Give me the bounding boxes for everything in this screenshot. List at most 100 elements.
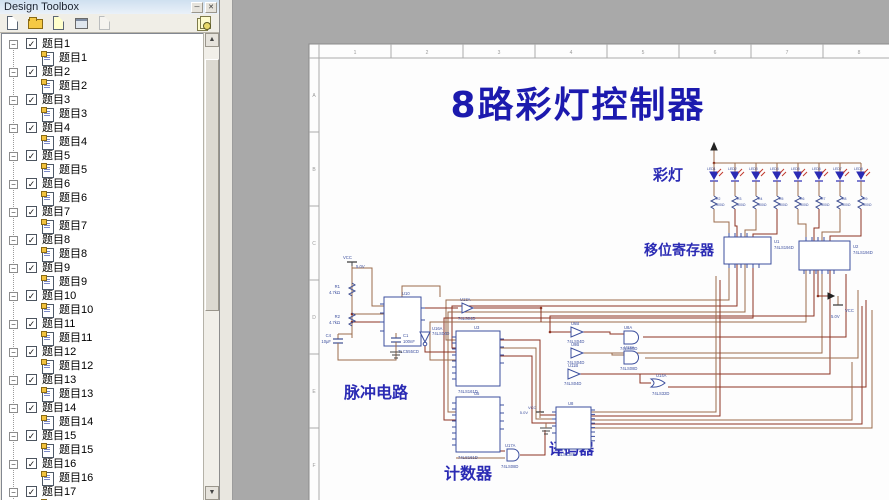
tree-item-parent[interactable]: −✓题目9 bbox=[2, 261, 200, 275]
item-checkbox[interactable]: ✓ bbox=[26, 318, 37, 329]
item-checkbox[interactable]: ✓ bbox=[26, 234, 37, 245]
expander-icon[interactable]: − bbox=[9, 460, 18, 469]
expander-icon[interactable]: − bbox=[9, 68, 18, 77]
tree-item-child[interactable]: 题目12 bbox=[2, 359, 200, 374]
tree-scrollbar[interactable]: ▲ ▼ bbox=[203, 33, 219, 500]
tree-item-parent[interactable]: −✓题目1 bbox=[2, 37, 200, 51]
new-sheet-icon[interactable] bbox=[51, 16, 65, 30]
tree-item-parent[interactable]: −✓题目6 bbox=[2, 177, 200, 191]
panel-minimize-button[interactable]: ─ bbox=[191, 1, 203, 13]
tree-item-child[interactable]: 题目11 bbox=[2, 331, 200, 346]
tree-item-child[interactable]: 题目5 bbox=[2, 163, 200, 178]
expander-icon[interactable]: − bbox=[9, 96, 18, 105]
label-lights: 彩灯 bbox=[652, 166, 683, 184]
panel-splitter[interactable] bbox=[220, 0, 233, 500]
tree-item-parent[interactable]: −✓题目4 bbox=[2, 121, 200, 135]
expander-icon[interactable]: − bbox=[9, 320, 18, 329]
tree-item-parent[interactable]: −✓题目8 bbox=[2, 233, 200, 247]
item-checkbox[interactable]: ✓ bbox=[26, 122, 37, 133]
item-checkbox[interactable]: ✓ bbox=[26, 262, 37, 273]
snapshot-icon[interactable] bbox=[197, 16, 211, 31]
expander-icon[interactable]: − bbox=[9, 208, 18, 217]
item-checkbox[interactable]: ✓ bbox=[26, 374, 37, 385]
item-checkbox[interactable]: ✓ bbox=[26, 150, 37, 161]
expander-icon[interactable]: − bbox=[9, 180, 18, 189]
item-checkbox[interactable]: ✓ bbox=[26, 402, 37, 413]
tree-item-parent[interactable]: −✓题目11 bbox=[2, 317, 200, 331]
svg-text:C4: C4 bbox=[326, 333, 332, 338]
tree-item-label: 题目10 bbox=[42, 290, 77, 302]
tree-item-child[interactable]: 题目16 bbox=[2, 471, 200, 486]
tree-item-parent[interactable]: −✓题目7 bbox=[2, 205, 200, 219]
item-checkbox[interactable]: ✓ bbox=[26, 178, 37, 189]
item-checkbox[interactable]: ✓ bbox=[26, 458, 37, 469]
item-checkbox[interactable]: ✓ bbox=[26, 206, 37, 217]
expander-icon[interactable]: − bbox=[9, 376, 18, 385]
tree-item-parent[interactable]: −✓题目2 bbox=[2, 65, 200, 79]
tree-item-child[interactable]: 题目13 bbox=[2, 387, 200, 402]
tree-item-child[interactable]: 题目3 bbox=[2, 107, 200, 122]
item-checkbox[interactable]: ✓ bbox=[26, 38, 37, 49]
expander-icon[interactable]: − bbox=[9, 348, 18, 357]
panel-close-button[interactable]: ✕ bbox=[205, 1, 217, 13]
item-checkbox[interactable]: ✓ bbox=[26, 430, 37, 441]
tree-item-child[interactable]: 题目10 bbox=[2, 303, 200, 318]
expander-icon[interactable]: − bbox=[9, 292, 18, 301]
tree-item-parent[interactable]: −✓题目16 bbox=[2, 457, 200, 471]
gate-symbols[interactable] bbox=[419, 302, 666, 462]
expander-icon[interactable]: − bbox=[9, 40, 18, 49]
item-checkbox[interactable]: ✓ bbox=[26, 290, 37, 301]
tree-item-child[interactable]: 题目1 bbox=[2, 51, 200, 66]
tree-item-parent[interactable]: −✓题目13 bbox=[2, 373, 200, 387]
tree-item-child[interactable]: 题目6 bbox=[2, 191, 200, 206]
expander-icon[interactable]: − bbox=[9, 404, 18, 413]
open-folder-icon[interactable] bbox=[28, 16, 43, 30]
expander-icon[interactable]: − bbox=[9, 432, 18, 441]
tree-item-parent[interactable]: −✓ 题目10 bbox=[2, 289, 200, 303]
tree-item-child[interactable]: 题目8 bbox=[2, 247, 200, 262]
item-checkbox[interactable]: ✓ bbox=[26, 66, 37, 77]
tree-item-child[interactable]: 题目9 bbox=[2, 275, 200, 290]
item-checkbox[interactable]: ✓ bbox=[26, 94, 37, 105]
expander-icon[interactable]: − bbox=[9, 236, 18, 245]
pulse-circuit-parts[interactable]: VCC 5.0V R1 4.7kΩ R2 4.7kΩ C4 10μF C1 bbox=[321, 255, 415, 359]
tree-item-child[interactable]: 题目2 bbox=[2, 79, 200, 94]
expander-icon[interactable]: − bbox=[9, 264, 18, 273]
expander-icon[interactable]: − bbox=[9, 124, 18, 133]
new-window-icon[interactable] bbox=[74, 16, 88, 30]
new-document-icon[interactable] bbox=[5, 16, 19, 30]
expander-icon[interactable]: − bbox=[9, 488, 18, 497]
design-toolbox-titlebar[interactable]: Design Toolbox ─ ✕ bbox=[0, 0, 219, 15]
ic-bodies[interactable] bbox=[383, 236, 851, 453]
item-checkbox[interactable]: ✓ bbox=[26, 486, 37, 497]
tree-item-child[interactable]: 题目14 bbox=[2, 415, 200, 430]
tree-item-parent[interactable]: −✓题目5 bbox=[2, 149, 200, 163]
tree-item-child[interactable]: 题目4 bbox=[2, 135, 200, 150]
scrollbar-thumb[interactable] bbox=[205, 59, 219, 311]
tree-item-child[interactable]: 题目15 bbox=[2, 443, 200, 458]
item-checkbox[interactable]: ✓ bbox=[26, 346, 37, 357]
tree-item-parent[interactable]: −✓题目17 bbox=[2, 485, 200, 499]
expander-icon[interactable]: − bbox=[9, 152, 18, 161]
tree-item-parent[interactable]: −✓题目3 bbox=[2, 93, 200, 107]
resistor-icon bbox=[730, 195, 740, 210]
svg-text:R1: R1 bbox=[335, 284, 341, 289]
scroll-down-arrow[interactable]: ▼ bbox=[205, 486, 219, 500]
tree-item-parent[interactable]: −✓题目15 bbox=[2, 429, 200, 443]
tree-item-parent[interactable]: −✓题目14 bbox=[2, 401, 200, 415]
tree-item-parent[interactable]: −✓题目12 bbox=[2, 345, 200, 359]
scroll-up-arrow[interactable]: ▲ bbox=[205, 33, 219, 47]
resistor-ref: R7 bbox=[821, 197, 826, 201]
tree-item-child[interactable]: 题目7 bbox=[2, 219, 200, 234]
svg-text:VCC: VCC bbox=[845, 308, 854, 313]
